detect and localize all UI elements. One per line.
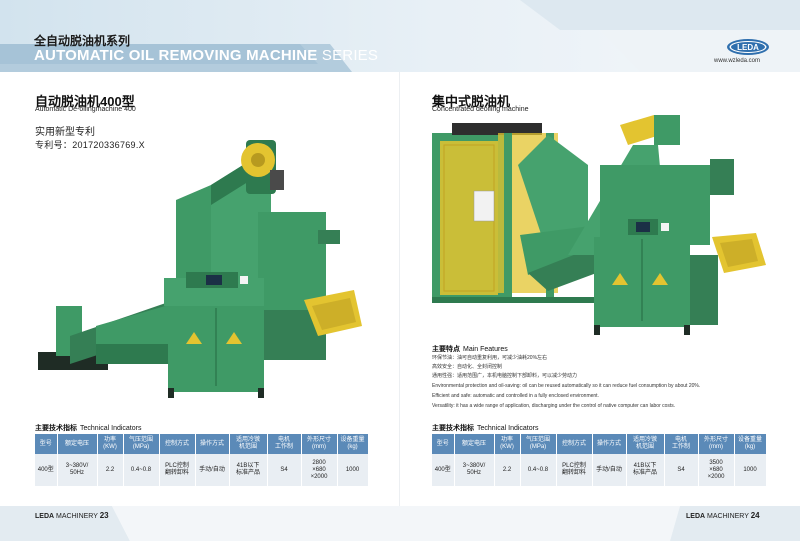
left-product-title: 自动脱油机400型 [35,94,135,109]
series-title-en: AUTOMATIC OIL REMOVING MACHINE SERIES [34,47,378,64]
left-footer-word: MACHINERY [56,513,98,520]
left-cell-range: 41B以下 标准产品 [229,454,268,486]
left-col-power: 功率 (KW) [97,434,124,454]
right-cell-power: 2.2 [494,454,521,486]
right-cell-motor: S4 [664,454,699,486]
left-col-model: 型号 [35,434,58,454]
right-spec-table: 型号 额定电压 功率 (KW) 气压范围 (MPa) 控制方式 操作方式 适用冷… [432,434,767,486]
series-title-en-thin: SERIES [321,47,379,64]
left-footer-band [0,506,400,541]
left-col-pressure: 气压范围 (MPa) [123,434,160,454]
right-footer-band [400,506,800,541]
feature-line: Versatility: it has a wide range of appl… [432,403,676,409]
feature-line: 通用性强：适用范围广，本机电脑控制下部卸料，可以减少劳动力 [432,373,578,379]
left-col-operation: 操作方式 [195,434,230,454]
feature-line: Efficient and safe: automatic and contro… [432,393,599,399]
concentrated-deoiling-machine-image [432,115,766,335]
table-row: 400型 3~380V/ 50Hz 2.2 0.4~0.8 PLC控制 翻转卸料… [432,454,767,486]
page-divider [399,72,400,541]
right-cell-model: 400型 [432,454,455,486]
right-cell-pressure: 0.4~0.8 [520,454,557,486]
feature-line: 环保节油：油可自动重复利用，可减少油耗20%左右 [432,355,548,361]
right-indicators-cn: 主要技术指标 [432,425,474,432]
right-col-motor: 电机 工作制 [664,434,699,454]
right-col-control: 控制方式 [556,434,593,454]
de-oiling-machine-400-image [38,140,362,398]
left-product-subtitle: Automatic De-oilingmachine 400 [35,106,136,113]
right-footer-word: MACHINERY [707,513,749,520]
right-indicators-en: Technical Indicators [477,425,539,432]
right-col-weight: 设备重量 (kg) [734,434,767,454]
left-cell-weight: 1000 [337,454,369,486]
right-cell-operation: 手动/自动 [592,454,627,486]
table-row: 400型 3~380V/ 50Hz 2.2 0.4~0.8 PLC控制 翻转卸料… [35,454,369,486]
left-spec-table: 型号 额定电压 功率 (KW) 气压范围 (MPa) 控制方式 操作方式 适用冷… [35,434,369,486]
left-col-weight: 设备重量 (kg) [337,434,369,454]
right-cell-voltage: 3~380V/ 50Hz [454,454,495,486]
left-col-range: 适用冷镦 机范围 [229,434,268,454]
left-indicators-en: Technical Indicators [80,425,142,432]
right-footer-brand: LEDA [686,513,706,520]
left-col-control: 控制方式 [159,434,196,454]
right-footer-text: LEDA MACHINERY 24 [686,511,760,520]
left-col-size: 外形尺寸 (mm) [301,434,338,454]
left-footer-brand: LEDA [35,513,55,520]
feature-line: Environmental protection and oil-saving:… [432,383,701,389]
series-title-cn: 全自动脱油机系列 [34,34,131,48]
right-spec-header-row: 型号 额定电压 功率 (KW) 气压范围 (MPa) 控制方式 操作方式 适用冷… [432,434,767,454]
right-col-model: 型号 [432,434,455,454]
features-cn: 主要特点 [432,346,460,353]
right-col-range: 适用冷镦 机范围 [626,434,665,454]
right-page-number: 24 [750,511,760,520]
left-cell-motor: S4 [267,454,302,486]
right-col-power: 功率 (KW) [494,434,521,454]
left-cell-voltage: 3~380V/ 50Hz [57,454,98,486]
left-footer-text: LEDA MACHINERY 23 [35,511,109,520]
left-cell-size: 2800 ×680 ×2000 [301,454,338,486]
right-cell-range: 41B以下 标准产品 [626,454,665,486]
right-col-operation: 操作方式 [592,434,627,454]
leda-logo: LEDA [727,39,769,55]
left-page-number: 23 [99,511,109,520]
feature-line: 高效安全：自动化、全封闭控制 [432,364,503,370]
patent-number: 专利号：201720336769.X [35,140,145,150]
features-en: Main Features [463,346,508,353]
right-col-voltage: 额定电压 [454,434,495,454]
logo-text: LEDA [737,43,759,52]
left-col-voltage: 额定电压 [57,434,98,454]
right-product-subtitle: Concentrated deoiling machine [432,106,529,113]
left-spec-header-row: 型号 额定电压 功率 (KW) 气压范围 (MPa) 控制方式 操作方式 适用冷… [35,434,369,454]
left-cell-pressure: 0.4~0.8 [123,454,160,486]
right-col-size: 外形尺寸 (mm) [698,434,735,454]
website: www.wzleda.com [714,58,761,64]
right-cell-control: PLC控制 翻转卸料 [556,454,593,486]
left-col-motor: 电机 工作制 [267,434,302,454]
right-col-pressure: 气压范围 (MPa) [520,434,557,454]
left-cell-power: 2.2 [97,454,124,486]
right-cell-weight: 1000 [734,454,767,486]
left-indicators-cn: 主要技术指标 [35,425,77,432]
left-cell-model: 400型 [35,454,58,486]
left-cell-operation: 手动/自动 [195,454,230,486]
patent-label: 实用新型专利 [35,127,95,138]
right-product-title: 集中式脱油机 [432,94,511,109]
right-cell-size: 3500 ×680 ×2000 [698,454,735,486]
series-title-en-bold: AUTOMATIC OIL REMOVING MACHINE [34,47,318,64]
left-cell-control: PLC控制 翻转卸料 [159,454,196,486]
